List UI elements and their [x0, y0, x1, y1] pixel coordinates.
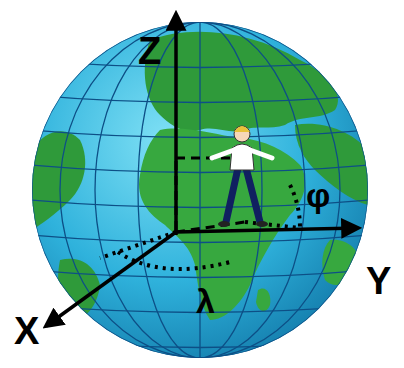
angle-label: φ	[306, 178, 330, 212]
axis-label: Y	[366, 262, 391, 300]
angle-lines	[100, 185, 300, 269]
person-figure	[212, 126, 272, 227]
coordinate-axes	[46, 14, 358, 326]
axis-label: X	[14, 312, 39, 350]
globe-sea	[32, 22, 368, 358]
graticule	[30, 22, 370, 358]
axis-label: Z	[138, 32, 161, 70]
angle-label: λ	[196, 284, 215, 318]
